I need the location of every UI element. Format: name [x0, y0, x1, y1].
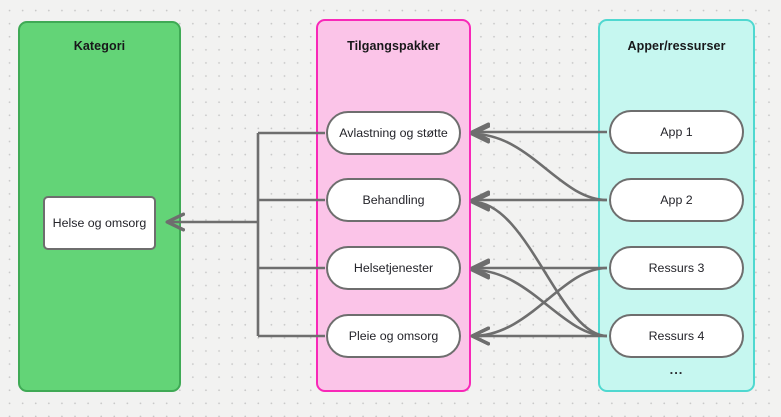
edge-bus-tilgangspakker-to-kategori: [168, 131, 325, 338]
node-app-2-label: App 2: [660, 192, 693, 207]
node-ressurs-3-label: Ressurs 3: [648, 260, 705, 275]
node-app-1-label: App 1: [660, 124, 693, 139]
node-helsetjenester[interactable]: Helsetjenester: [326, 246, 461, 290]
panel-tilgangspakker-title: Tilgangspakker: [347, 39, 440, 53]
node-ressurs-4[interactable]: Ressurs 4: [609, 314, 744, 358]
panel-apper-title: Apper/ressurser: [627, 39, 726, 53]
edge-ressurs-3-to-pleie-og-omsorg: [473, 266, 608, 336]
node-helse-og-omsorg-label: Helse og omsorg: [52, 215, 147, 230]
node-avlastning-og-stotte[interactable]: Avlastning og støtte: [326, 111, 461, 155]
node-pleie-og-omsorg[interactable]: Pleie og omsorg: [326, 314, 461, 358]
node-behandling-label: Behandling: [362, 192, 425, 207]
node-app-2[interactable]: App 2: [609, 178, 744, 222]
edge-ressurs-4-to-helsetjenester: [473, 270, 608, 338]
node-ressurs-3[interactable]: Ressurs 3: [609, 246, 744, 290]
node-app-1[interactable]: App 1: [609, 110, 744, 154]
node-helsetjenester-label: Helsetjenester: [353, 260, 434, 275]
node-avlastning-og-stotte-label: Avlastning og støtte: [339, 125, 448, 140]
more-resources-indicator: ...: [669, 362, 684, 377]
node-behandling[interactable]: Behandling: [326, 178, 461, 222]
node-helse-og-omsorg[interactable]: Helse og omsorg: [43, 196, 156, 250]
panel-kategori-title: Kategori: [73, 39, 126, 53]
edge-ressurs-4-to-behandling: [473, 202, 608, 338]
node-pleie-og-omsorg-label: Pleie og omsorg: [348, 328, 439, 343]
node-ressurs-4-label: Ressurs 4: [648, 328, 705, 343]
edge-app-2-to-avlastning-og-stotte: [473, 134, 608, 202]
